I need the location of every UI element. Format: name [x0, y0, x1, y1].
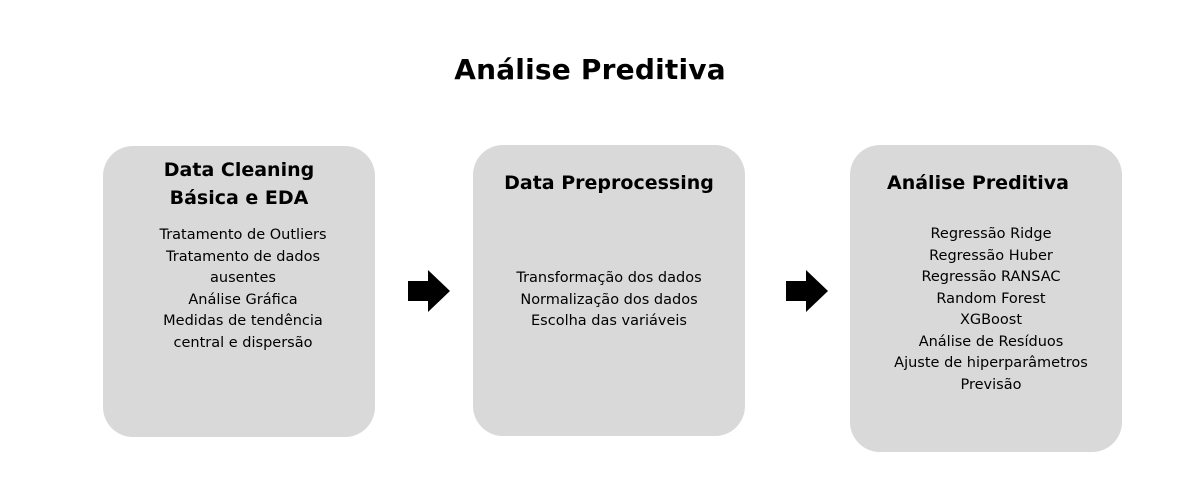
list-item: Random Forest	[936, 290, 1046, 307]
stage-items-list: Regressão Ridge Regressão Huber Regressã…	[850, 224, 1132, 396]
stage-items-list: Transformação dos dados Normalização dos…	[473, 268, 745, 333]
arrow-right-icon	[408, 270, 450, 312]
stage-title: Análise Preditiva	[887, 172, 1069, 194]
list-item: Ajuste de hiperparâmetros	[894, 355, 1088, 371]
list-item: Análise de Resíduos	[918, 333, 1064, 350]
list-item: XGBoost	[959, 312, 1023, 328]
list-item: Previsão	[960, 376, 1022, 393]
diagram-title: Análise Preditiva	[454, 53, 726, 86]
stage-items-list: Tratamento de Outliers Tratamento de dad…	[143, 225, 343, 354]
list-item: Análise Gráfica	[188, 291, 298, 308]
list-item: Escolha das variáveis	[531, 313, 687, 329]
stage-box-data-preprocessing: Data Preprocessing Transformação dos dad…	[473, 145, 745, 436]
list-item: Tratamento de dados ausentes	[166, 248, 320, 287]
list-item: Tratamento de Outliers	[159, 227, 327, 243]
stage-title: Data Cleaning Básica e EDA	[163, 159, 315, 209]
stage-box-predictive-analysis: Análise Preditiva Regressão Ridge Regres…	[850, 145, 1122, 452]
arrow-right-icon	[786, 270, 828, 312]
stage-box-data-cleaning: Data Cleaning Básica e EDA Tratamento de…	[103, 146, 375, 437]
list-item: Normalização dos dados	[520, 291, 698, 308]
stage-title: Data Preprocessing	[504, 172, 714, 194]
list-item: Regressão Huber	[929, 247, 1053, 264]
list-item: Transformação dos dados	[516, 270, 702, 286]
list-item: Medidas de tendência central e dispersão	[163, 313, 323, 351]
list-item: Regressão Ridge	[930, 226, 1052, 242]
list-item: Regressão RANSAC	[921, 269, 1061, 285]
